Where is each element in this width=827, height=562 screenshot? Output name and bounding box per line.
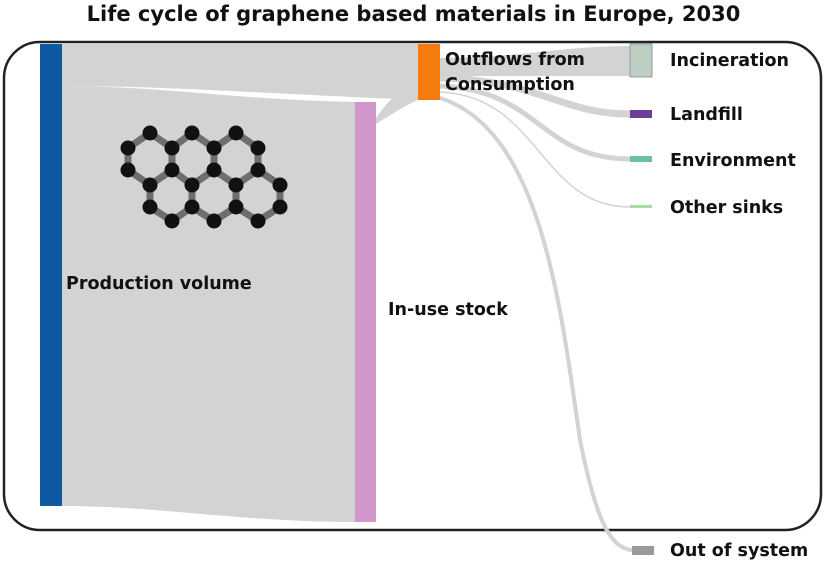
graphene-atom [164, 162, 180, 178]
graphene-atom [142, 199, 158, 215]
graphene-atom [184, 199, 200, 215]
graphene-atom [206, 213, 222, 229]
flow-outflows-to-landfill [436, 74, 634, 118]
graphene-atom [228, 177, 244, 193]
label-outflows-line2: Consumption [445, 75, 575, 95]
label-production-volume: Production volume [66, 274, 252, 294]
graphene-atom [250, 162, 266, 178]
node-outflows-from-consumption [418, 44, 440, 100]
graphene-atom [184, 177, 200, 193]
node-landfill [630, 110, 652, 118]
graphene-atom [206, 140, 222, 156]
diagram-frame [2, 40, 823, 532]
label-outflows-line1: Outflows from [445, 50, 585, 70]
flow-outflows-to-out-of-system [438, 96, 634, 552]
label-in-use-stock: In-use stock [388, 300, 508, 320]
flow-outflows-to-other-sinks [439, 91, 631, 208]
label-environment: Environment [670, 151, 796, 171]
graphene-atom [272, 199, 288, 215]
graphene-atom [206, 162, 222, 178]
graphene-atom [228, 199, 244, 215]
label-incineration: Incineration [670, 51, 789, 71]
graphene-atom [120, 162, 136, 178]
graphene-atom [250, 213, 266, 229]
graphene-atom [164, 213, 180, 229]
label-landfill: Landfill [670, 105, 743, 125]
node-out-of-system [632, 546, 654, 555]
flow-production-to-outflows [62, 44, 418, 100]
label-other-sinks: Other sinks [670, 198, 783, 218]
graphene-atom [250, 140, 266, 156]
node-incineration [629, 43, 653, 78]
node-production-volume [40, 44, 62, 506]
graphene-lattice-icon [120, 125, 288, 229]
flow-outflows-to-environment [437, 83, 633, 162]
graphene-atom [142, 125, 158, 141]
flow-stock-to-outflows [376, 86, 418, 124]
flows [62, 44, 634, 552]
node-environment [630, 156, 652, 162]
flow-outflows-to-incineration [440, 46, 630, 76]
label-out-of-system: Out of system [670, 541, 808, 561]
node-other-sinks [630, 205, 652, 208]
graphene-atom [272, 177, 288, 193]
graphene-atom [120, 140, 136, 156]
diagram-title: Life cycle of graphene based materials i… [86, 2, 741, 26]
node-in-use-stock [355, 102, 376, 522]
graphene-atom [228, 125, 244, 141]
graphene-atom [142, 177, 158, 193]
graphene-atom [164, 140, 180, 156]
graphene-atom [184, 125, 200, 141]
